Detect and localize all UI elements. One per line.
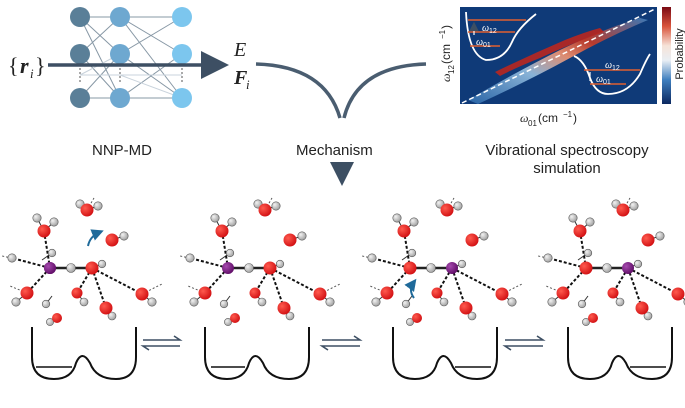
inset-potential-upper — [465, 11, 537, 61]
y-axis-unit: (cm — [439, 44, 453, 64]
proton-transfer-arrow — [87, 229, 104, 247]
input-brace-close: } — [35, 53, 46, 78]
double-well-1 — [31, 326, 137, 380]
snapshot-2 — [178, 196, 342, 327]
snapshot-1 — [0, 196, 164, 327]
diagonal-line — [461, 8, 656, 104]
x-axis-label: ω 01 (cm −1 ) — [520, 110, 577, 128]
colorbar — [662, 7, 671, 104]
double-well-3 — [392, 326, 498, 380]
inset-potential-lower — [573, 53, 651, 95]
inset-right-lower-label: ω — [596, 74, 603, 85]
equilibrium-arrow-3 — [502, 335, 546, 351]
inset-right-lower-sub: 01 — [603, 79, 611, 86]
inset-upper-sub: 12 — [489, 28, 497, 35]
x-axis-main: ω — [520, 111, 528, 125]
snapshot-4 — [536, 196, 685, 327]
force-subscript: i — [246, 77, 250, 92]
input-symbol: r — [20, 53, 29, 78]
x-axis-close: ) — [573, 111, 577, 125]
equilibrium-arrow-1 — [140, 335, 183, 351]
spectrum-plot — [460, 7, 671, 104]
force-label: F — [233, 67, 248, 89]
x-axis-exp: −1 — [563, 110, 573, 119]
snapshot-3 — [360, 196, 524, 327]
double-well-4 — [567, 326, 673, 380]
y-axis-sub: 12 — [447, 65, 456, 74]
input-layer — [70, 7, 90, 108]
y-axis-label: ω 12 (cm −1 ) — [438, 25, 456, 82]
energy-label: E — [233, 39, 246, 61]
inset-lower-sub-a: 01 — [483, 42, 491, 49]
spectroscopy-label-line1: Vibrational spectroscopy — [485, 142, 649, 159]
inset-upper-label: ω — [482, 23, 489, 34]
colorbar-label: Probability — [674, 28, 685, 80]
inset-lower-label-a: ω — [476, 37, 483, 48]
hidden-layer — [110, 7, 130, 108]
y-axis-close: ) — [439, 25, 453, 29]
output-layer — [172, 7, 192, 108]
y-axis-exp: −1 — [438, 29, 447, 39]
merge-connector — [255, 62, 427, 119]
x-axis-sub: 01 — [528, 119, 537, 128]
y-axis-main: ω — [439, 74, 453, 82]
input-subscript: i — [30, 66, 34, 81]
proton-transfer-arrow-2 — [404, 278, 417, 299]
inset-right-upper-sub: 12 — [612, 65, 620, 72]
neural-network-diagram — [48, 7, 229, 108]
mechanism-label: Mechanism — [296, 142, 373, 159]
input-brace-open: { — [8, 53, 19, 78]
x-axis-unit: (cm — [538, 111, 558, 125]
nnp-md-label: NNP-MD — [92, 142, 152, 159]
inset-right-upper-label: ω — [605, 60, 612, 71]
equilibrium-arrow-2 — [319, 335, 363, 351]
double-well-2 — [204, 326, 310, 380]
spectroscopy-label-line2: simulation — [533, 160, 601, 177]
